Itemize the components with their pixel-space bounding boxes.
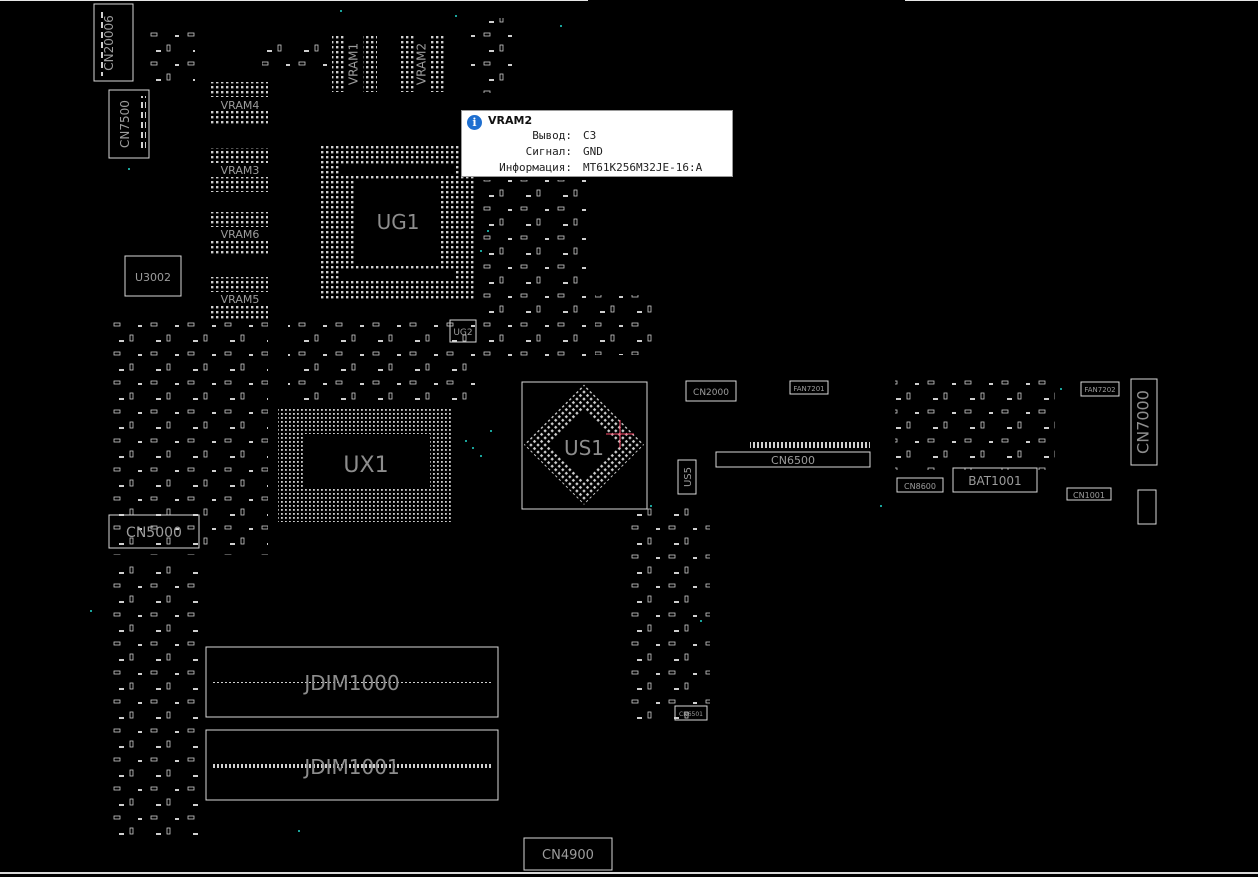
cn7000-label: CN7000 bbox=[1134, 390, 1153, 454]
cn8600-label: CN8600 bbox=[904, 482, 936, 491]
vram4-label: VRAM4 bbox=[221, 99, 260, 112]
ug1-gpu[interactable]: UG1 bbox=[321, 144, 476, 299]
cn7500-label: CN7500 bbox=[118, 100, 132, 148]
fan7202-label: FAN7202 bbox=[1084, 386, 1115, 394]
vram6-chip[interactable]: VRAM6 bbox=[211, 212, 268, 256]
cn7500-connector[interactable]: CN7500 bbox=[108, 89, 150, 159]
vram6-label: VRAM6 bbox=[221, 228, 260, 241]
tooltip-title: VRAM2 bbox=[488, 114, 533, 127]
cn1001-label: CN1001 bbox=[1073, 491, 1105, 500]
tooltip-row-signal: Сигнал: GND bbox=[462, 144, 732, 159]
tooltip-row-pin: Вывод: C3 bbox=[462, 128, 732, 143]
ug2-label: UG2 bbox=[453, 328, 472, 338]
top-edge-line-right bbox=[905, 0, 1258, 1]
jdim1001-label: JDIM1001 bbox=[302, 755, 399, 779]
jdim1000-label: JDIM1000 bbox=[302, 671, 399, 695]
jdim1001-slot[interactable]: JDIM1001 bbox=[205, 729, 499, 801]
cn2000-label: CN2000 bbox=[693, 388, 729, 398]
us1-label: US1 bbox=[564, 436, 604, 460]
u3002-chip[interactable]: U3002 bbox=[124, 255, 182, 297]
cn7000-connector[interactable]: CN7000 bbox=[1130, 378, 1158, 466]
cn20006-label: CN20006 bbox=[102, 15, 116, 71]
tooltip-value-info: MT61K256M32JE-16:A bbox=[583, 161, 703, 174]
tooltip-value-signal: GND bbox=[583, 145, 603, 158]
jdim1000-slot[interactable]: JDIM1000 bbox=[205, 646, 499, 718]
vias bbox=[90, 10, 1062, 832]
cn8600-connector[interactable]: CN8600 bbox=[896, 477, 944, 493]
cn6501-connector[interactable]: CN6501 bbox=[674, 705, 708, 721]
fan7202-connector[interactable]: FAN7202 bbox=[1080, 381, 1120, 397]
vram3-chip[interactable]: VRAM3 bbox=[211, 148, 268, 192]
tooltip-label-info: Информация: bbox=[499, 161, 572, 174]
vram4-chip[interactable]: VRAM4 bbox=[211, 82, 268, 126]
pin-info-tooltip: i VRAM2 Вывод: C3 Сигнал: GND Информация… bbox=[461, 110, 733, 177]
tooltip-label-pin: Вывод: bbox=[532, 129, 572, 142]
u3002-label: U3002 bbox=[135, 271, 171, 284]
vram3-label: VRAM3 bbox=[221, 164, 260, 177]
cn20006-connector[interactable]: CN20006 bbox=[93, 3, 134, 82]
cn6500-label: CN6500 bbox=[771, 454, 815, 467]
us5-label: US5 bbox=[683, 467, 694, 487]
vram5-chip[interactable]: VRAM5 bbox=[211, 277, 268, 321]
vram2-label: VRAM2 bbox=[415, 43, 429, 85]
ux1-cpu[interactable]: UX1 bbox=[278, 407, 453, 522]
cn5000-label: CN5000 bbox=[126, 525, 182, 541]
cn4900-label: CN4900 bbox=[542, 848, 594, 863]
cn6501-label: CN6501 bbox=[679, 711, 703, 718]
cn4900-connector[interactable]: CN4900 bbox=[523, 837, 613, 871]
passive-components bbox=[105, 18, 1055, 840]
bat1001-label: BAT1001 bbox=[968, 474, 1021, 488]
small-connector-right[interactable] bbox=[1137, 489, 1157, 525]
ux1-label: UX1 bbox=[343, 453, 388, 478]
vram1-chip[interactable]: VRAM1 bbox=[332, 36, 377, 92]
ug1-label: UG1 bbox=[377, 210, 420, 234]
vram1-label: VRAM1 bbox=[347, 43, 361, 85]
cn1001-connector[interactable]: CN1001 bbox=[1066, 487, 1112, 501]
ug2-chip[interactable]: UG2 bbox=[449, 319, 477, 343]
cn6500-connector[interactable]: CN6500 bbox=[715, 441, 871, 468]
vram5-label: VRAM5 bbox=[221, 293, 260, 306]
vram2-chip[interactable]: VRAM2 bbox=[400, 36, 445, 92]
tooltip-label-signal: Сигнал: bbox=[525, 145, 572, 158]
tooltip-row-info: Информация: MT61K256M32JE-16:A bbox=[462, 160, 732, 175]
cn2000-connector[interactable]: CN2000 bbox=[685, 380, 737, 402]
bottom-edge-line bbox=[0, 872, 1258, 874]
us1-chip[interactable]: US1 bbox=[521, 381, 648, 510]
cn5000-connector[interactable]: CN5000 bbox=[108, 514, 200, 549]
bat1001-connector[interactable]: BAT1001 bbox=[952, 467, 1038, 493]
top-edge-line-left bbox=[0, 0, 588, 1]
us5-chip[interactable]: US5 bbox=[677, 459, 697, 495]
fan7201-connector[interactable]: FAN7201 bbox=[789, 380, 829, 395]
fan7201-label: FAN7201 bbox=[793, 385, 824, 393]
info-icon: i bbox=[467, 115, 482, 130]
tooltip-value-pin: C3 bbox=[583, 129, 597, 142]
